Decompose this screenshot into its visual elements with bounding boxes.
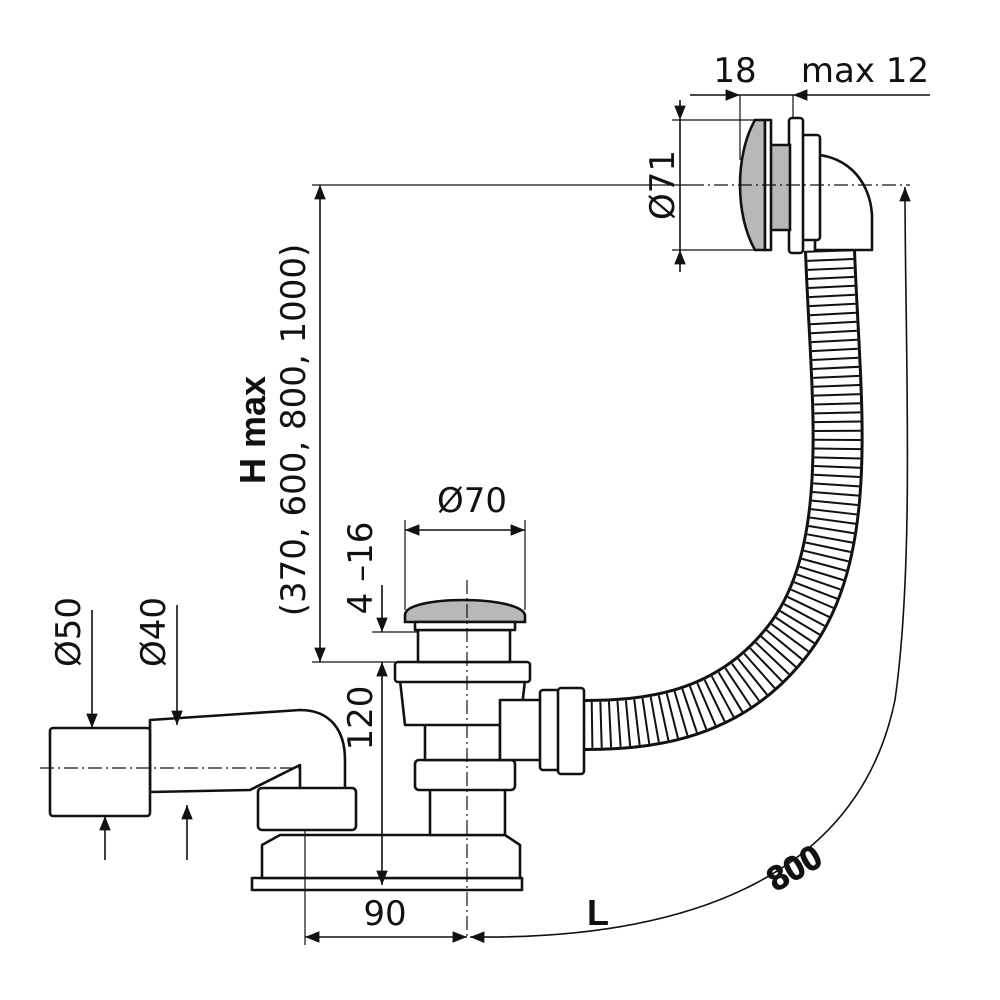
dim-outlet-outer-diameter: Ø50 (49, 597, 89, 667)
dim-overflow-depth: 18 (713, 51, 756, 91)
dim-length-label: L (587, 892, 609, 933)
dim-height-options: (370, 600, 800, 1000) (274, 244, 314, 617)
dim-plug-gap: 4 –16 (341, 522, 381, 615)
dim-hose-length: 800 (760, 838, 828, 899)
dim-trap-height: 120 (341, 686, 381, 751)
waste-trap (48, 598, 586, 892)
dim-outlet-inner-diameter: Ø40 (134, 597, 174, 667)
flexible-hose (579, 249, 864, 751)
dim-trap-offset: 90 (363, 894, 406, 934)
dim-plug-diameter: Ø70 (437, 481, 507, 521)
dim-wall-max: max 12 (801, 51, 929, 91)
dim-height-label: H max (232, 376, 273, 484)
